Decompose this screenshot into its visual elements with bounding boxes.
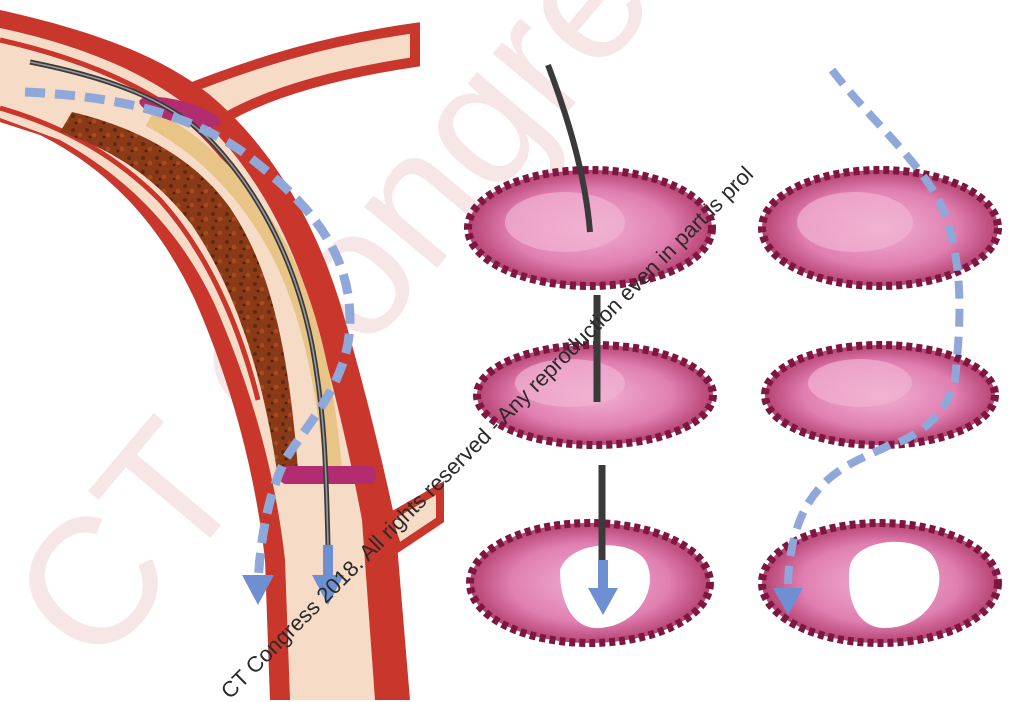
histology-dashed-path — [788, 70, 959, 590]
histology-column-subintimal — [762, 70, 998, 643]
